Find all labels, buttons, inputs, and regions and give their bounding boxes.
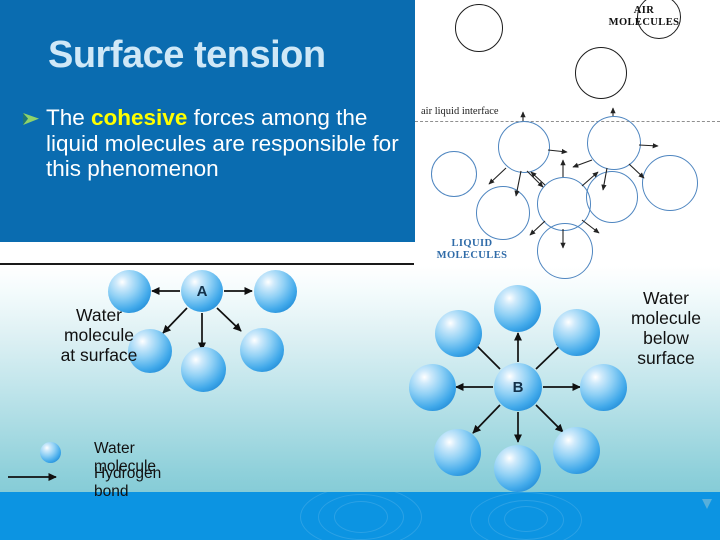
legend-label: Water molecule (94, 440, 157, 475)
air-molecule-circle (455, 4, 503, 52)
liquid-label-line1: LIQUID (451, 238, 493, 249)
water-molecule-sphere (181, 347, 226, 392)
liquid-molecule-circle (476, 186, 530, 240)
air-label-line1: AIR (633, 5, 655, 16)
water-molecule-b: B (494, 363, 542, 411)
ripple-decoration (470, 492, 582, 540)
air-molecule-circle (575, 47, 627, 99)
hydrogen-bond-arrow-icon (8, 473, 57, 481)
water-molecule-sphere (494, 285, 541, 332)
bullet-item: The cohesive forces among the liquid mol… (22, 105, 414, 182)
molecule-a-label: A (196, 282, 208, 300)
air-liquid-interface-figure: AIR MOLECULES air liquid interface LIQUI… (415, 0, 720, 279)
liquid-molecule-circle (537, 177, 591, 231)
caption-left-line3: at surface (60, 345, 138, 365)
liquid-molecule-circle (586, 171, 638, 223)
interface-dashed-line (415, 121, 720, 122)
caption-right-line4: surface (637, 348, 695, 368)
water-molecule-sphere (494, 445, 541, 492)
bullet-text-pre: The (46, 105, 92, 130)
water-molecule-sphere (409, 364, 456, 411)
water-molecule-sphere (553, 427, 600, 474)
caption-right-line1: Water (642, 288, 690, 308)
air-label-line2: MOLECULES (608, 17, 680, 28)
liquid-molecule-circle (587, 116, 641, 170)
liquid-label-line2: MOLECULES (436, 250, 508, 261)
ripple-decoration (300, 492, 422, 540)
liquid-molecule-circle (498, 121, 550, 173)
caption-right-line3: below (643, 328, 689, 348)
corner-mark-icon (700, 498, 714, 510)
water-molecule-sphere (553, 309, 600, 356)
molecule-b-label: B (512, 378, 524, 396)
water-molecule-sphere (254, 270, 297, 313)
caption-left-line2: molecule (63, 325, 135, 345)
water-molecule-sphere-icon (40, 442, 61, 463)
liquid-molecule-circle (642, 155, 698, 211)
bullet-text: The cohesive forces among the liquid mol… (46, 105, 414, 182)
caption-left-line1: Water (75, 305, 123, 325)
title-block: Surface tension The cohesive forces amon… (0, 0, 415, 242)
water-molecule-sphere (434, 429, 481, 476)
water-molecule-a: A (181, 270, 223, 312)
caption-water-molecule-at-surface: Water molecule at surface (44, 305, 154, 365)
bullet-text-post: forces among the liquid molecules are re… (46, 105, 399, 181)
air-liquid-interface-label: air liquid interface (421, 106, 499, 117)
water-molecule-sphere (435, 310, 482, 357)
water-molecule-sphere (240, 328, 284, 372)
legend-label: Hydrogen bond (94, 465, 162, 500)
water-molecule-sphere (128, 329, 172, 373)
liquid-molecule-circle (537, 223, 593, 279)
caption-water-molecule-below-surface: Water molecule below surface (616, 288, 716, 368)
ripple-decoration (334, 501, 388, 533)
water-molecule-sphere (580, 364, 627, 411)
caption-right-line2: molecule (630, 308, 702, 328)
water-molecule-sphere (108, 270, 151, 313)
slide-title: Surface tension (48, 34, 326, 76)
air-molecules-label: AIR MOLECULES (589, 5, 699, 29)
air-molecule-circle (637, 0, 681, 39)
bullet-arrow-icon (22, 105, 46, 126)
liquid-molecule-circle (431, 151, 477, 197)
ripple-decoration (504, 506, 548, 532)
bullet-text-highlight: cohesive (91, 105, 188, 130)
liquid-molecules-label: LIQUID MOLECULES (420, 238, 524, 262)
horizontal-divider (0, 263, 414, 265)
